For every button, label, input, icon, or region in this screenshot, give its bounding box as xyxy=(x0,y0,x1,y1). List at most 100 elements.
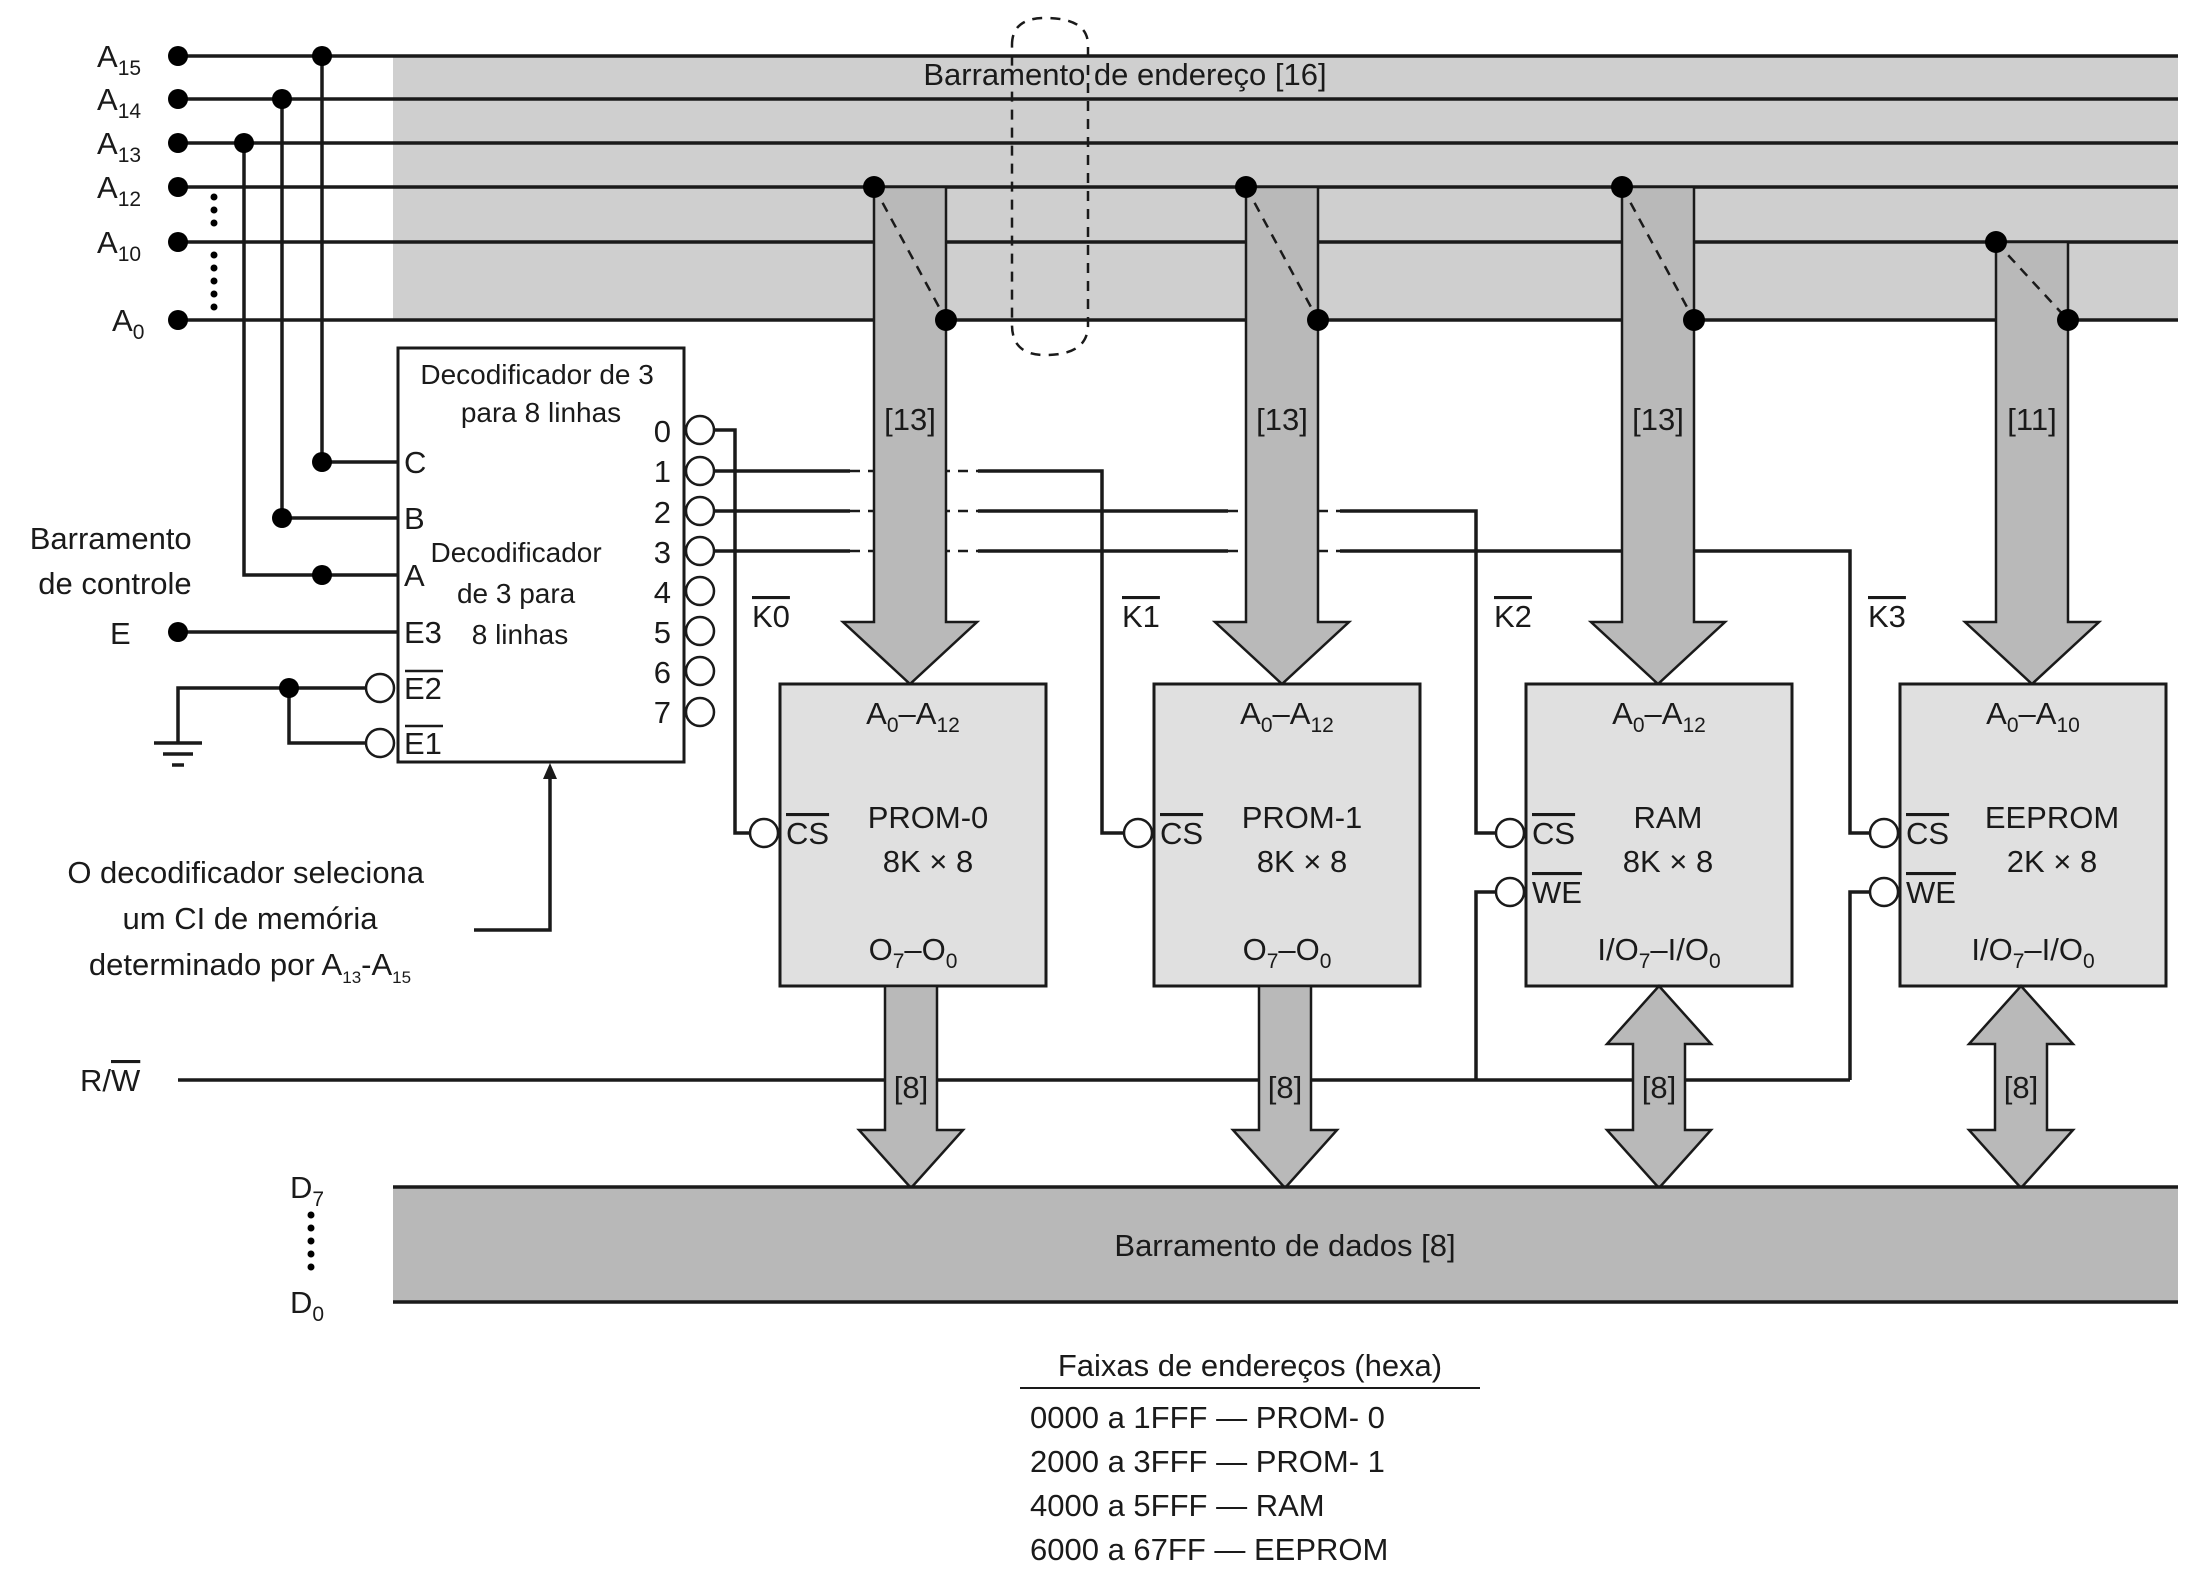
cs-bubble-eeprom xyxy=(1868,817,1900,849)
chip-pin-we-ram: WE xyxy=(1532,875,1582,910)
address-arrow-ram: [13] xyxy=(1587,176,1729,686)
junction-c xyxy=(312,452,332,472)
terminal-a10 xyxy=(168,232,188,252)
data-width-ram: [8] xyxy=(1642,1070,1676,1105)
decoder-output-6: 6 xyxy=(654,655,671,690)
output-bubble-3 xyxy=(684,535,716,567)
junction-a13 xyxy=(234,133,254,153)
chip-name-ram: RAM xyxy=(1634,800,1703,835)
data-bus-ellipsis-dots xyxy=(307,1211,315,1271)
chip-name-eeprom: EEPROM xyxy=(1985,800,2119,835)
address-arrow-prom0: [13] xyxy=(839,176,981,686)
decoder-input-b: B xyxy=(404,501,425,536)
chip-ram: A0–A12 CS WE RAM 8K × 8 I/O7–I/O0 xyxy=(1494,682,1794,988)
data-arrow-ram: [8] xyxy=(1604,984,1714,1190)
annotation-arrowhead xyxy=(543,763,557,779)
wire-a15-to-c xyxy=(320,56,398,464)
address-width-eeprom: [11] xyxy=(2007,402,2056,437)
bus-ellipsis-dots xyxy=(210,193,218,311)
control-labels: Barramento de controle E R/W xyxy=(30,521,192,1098)
wire-k3-c xyxy=(1340,549,1884,835)
chip-box-eeprom xyxy=(1898,682,2168,988)
decoder-box xyxy=(396,346,686,764)
decoder-input-a: A xyxy=(404,558,425,593)
decoder-title: Decodificador de 3 para 8 linhas xyxy=(420,359,661,428)
terminal-a15 xyxy=(168,46,188,66)
output-bubble-0 xyxy=(684,414,716,446)
enable-label: E xyxy=(110,616,131,651)
wire-e1-ground xyxy=(287,688,366,745)
output-bubble-1 xyxy=(684,455,716,487)
chip-size-ram: 8K × 8 xyxy=(1623,844,1714,879)
decoder-output-0: 0 xyxy=(654,414,671,449)
bus-line-label-a0: A0 xyxy=(112,303,144,344)
wire-a14-to-b xyxy=(280,99,398,520)
chip-box-prom0 xyxy=(778,682,1048,988)
address-width-prom0: [13] xyxy=(884,402,936,437)
data-width-prom1: [8] xyxy=(1268,1070,1302,1105)
decoder-output-1: 1 xyxy=(654,454,671,489)
chip-pin-we-eeprom: WE xyxy=(1906,875,1956,910)
data-arrow-eeprom: [8] xyxy=(1966,984,2076,1190)
decoder-input-c: C xyxy=(404,445,426,480)
terminal-a13 xyxy=(168,133,188,153)
address-bus: Barramento de endereço [16] A15 A14 A13 … xyxy=(97,16,2178,357)
output-bubble-7 xyxy=(684,696,716,728)
cs-bubble-prom1 xyxy=(1122,817,1154,849)
address-range-row: 6000 a 67FF — EEPROM xyxy=(1030,1532,1388,1567)
data-width-eeprom: [8] xyxy=(2004,1070,2038,1105)
data-arrow-prom0: [8] xyxy=(856,984,966,1190)
chip-pin-cs-prom1: CS xyxy=(1160,816,1203,851)
bus-grouping-ellipse xyxy=(1010,16,1090,357)
select-label-k0: K0 xyxy=(752,599,790,634)
decoder-input-e3: E3 xyxy=(404,615,442,650)
output-bubble-6 xyxy=(684,655,716,687)
chip-output-eeprom: I/O7–I/O0 xyxy=(1971,932,2094,973)
data-bus-band xyxy=(393,1186,2178,1303)
address-range-title: Faixas de endereços (hexa) xyxy=(1058,1348,1442,1383)
chip-name-prom1: PROM-1 xyxy=(1242,800,1363,835)
address-range-row: 2000 a 3FFF — PROM- 1 xyxy=(1030,1444,1385,1479)
data-bus: Barramento de dados [8] D7 D0 xyxy=(290,1170,2178,1326)
decoder-input-wires xyxy=(154,46,398,767)
chip-size-prom0: 8K × 8 xyxy=(883,844,974,879)
junction-b xyxy=(272,508,292,528)
bus-line-label-a12: A12 xyxy=(97,170,141,211)
decoder: Decodificador de 3 para 8 linhas Decodif… xyxy=(364,346,716,764)
e2-bubble xyxy=(364,672,396,704)
e1-bubble xyxy=(364,727,396,759)
decoder-input-e1: E1 xyxy=(404,726,442,761)
chip-eeprom: A0–A10 CS WE EEPROM 2K × 8 I/O7–I/O0 xyxy=(1868,682,2168,988)
junction-a xyxy=(312,565,332,585)
chip-output-prom0: O7–O0 xyxy=(869,932,958,973)
junction-ground xyxy=(279,678,299,698)
ground-symbol xyxy=(154,741,202,767)
wire-k2-c xyxy=(1340,509,1510,835)
decoder-output-3: 3 xyxy=(654,535,671,570)
data-line-label-d7: D7 xyxy=(290,1170,324,1211)
address-arrow-prom1: [13] xyxy=(1211,176,1353,686)
select-label-k1: K1 xyxy=(1122,599,1160,634)
chip-size-prom1: 8K × 8 xyxy=(1257,844,1348,879)
data-arrows: [8] [8] [8] [8] xyxy=(856,984,2076,1190)
we-bubble-ram xyxy=(1494,876,1526,908)
address-range-table: Faixas de endereços (hexa) 0000 a 1FFF —… xyxy=(1020,1348,1480,1567)
chip-output-prom1: O7–O0 xyxy=(1243,932,1332,973)
terminal-a14 xyxy=(168,89,188,109)
data-line-label-d0: D0 xyxy=(290,1285,324,1326)
terminal-a12 xyxy=(168,177,188,197)
wire-we-ram xyxy=(1474,890,1510,1080)
chip-pin-cs-eeprom: CS xyxy=(1906,816,1949,851)
address-arrows: [13] [13] [13] [11] xyxy=(839,176,2103,686)
wire-a13-to-a xyxy=(242,143,398,577)
decoder-annotation: O decodificador seleciona um CI de memór… xyxy=(67,763,557,987)
chip-prom1: A0–A12 CS PROM-1 8K × 8 O7–O0 xyxy=(1122,682,1422,988)
wire-ground xyxy=(176,686,366,742)
address-width-prom1: [13] xyxy=(1256,402,1308,437)
wire-k1-b xyxy=(978,469,1138,835)
output-bubble-2 xyxy=(684,495,716,527)
junction-a14 xyxy=(272,89,292,109)
junction-a15 xyxy=(312,46,332,66)
data-bus-label: Barramento de dados [8] xyxy=(1114,1228,1455,1263)
